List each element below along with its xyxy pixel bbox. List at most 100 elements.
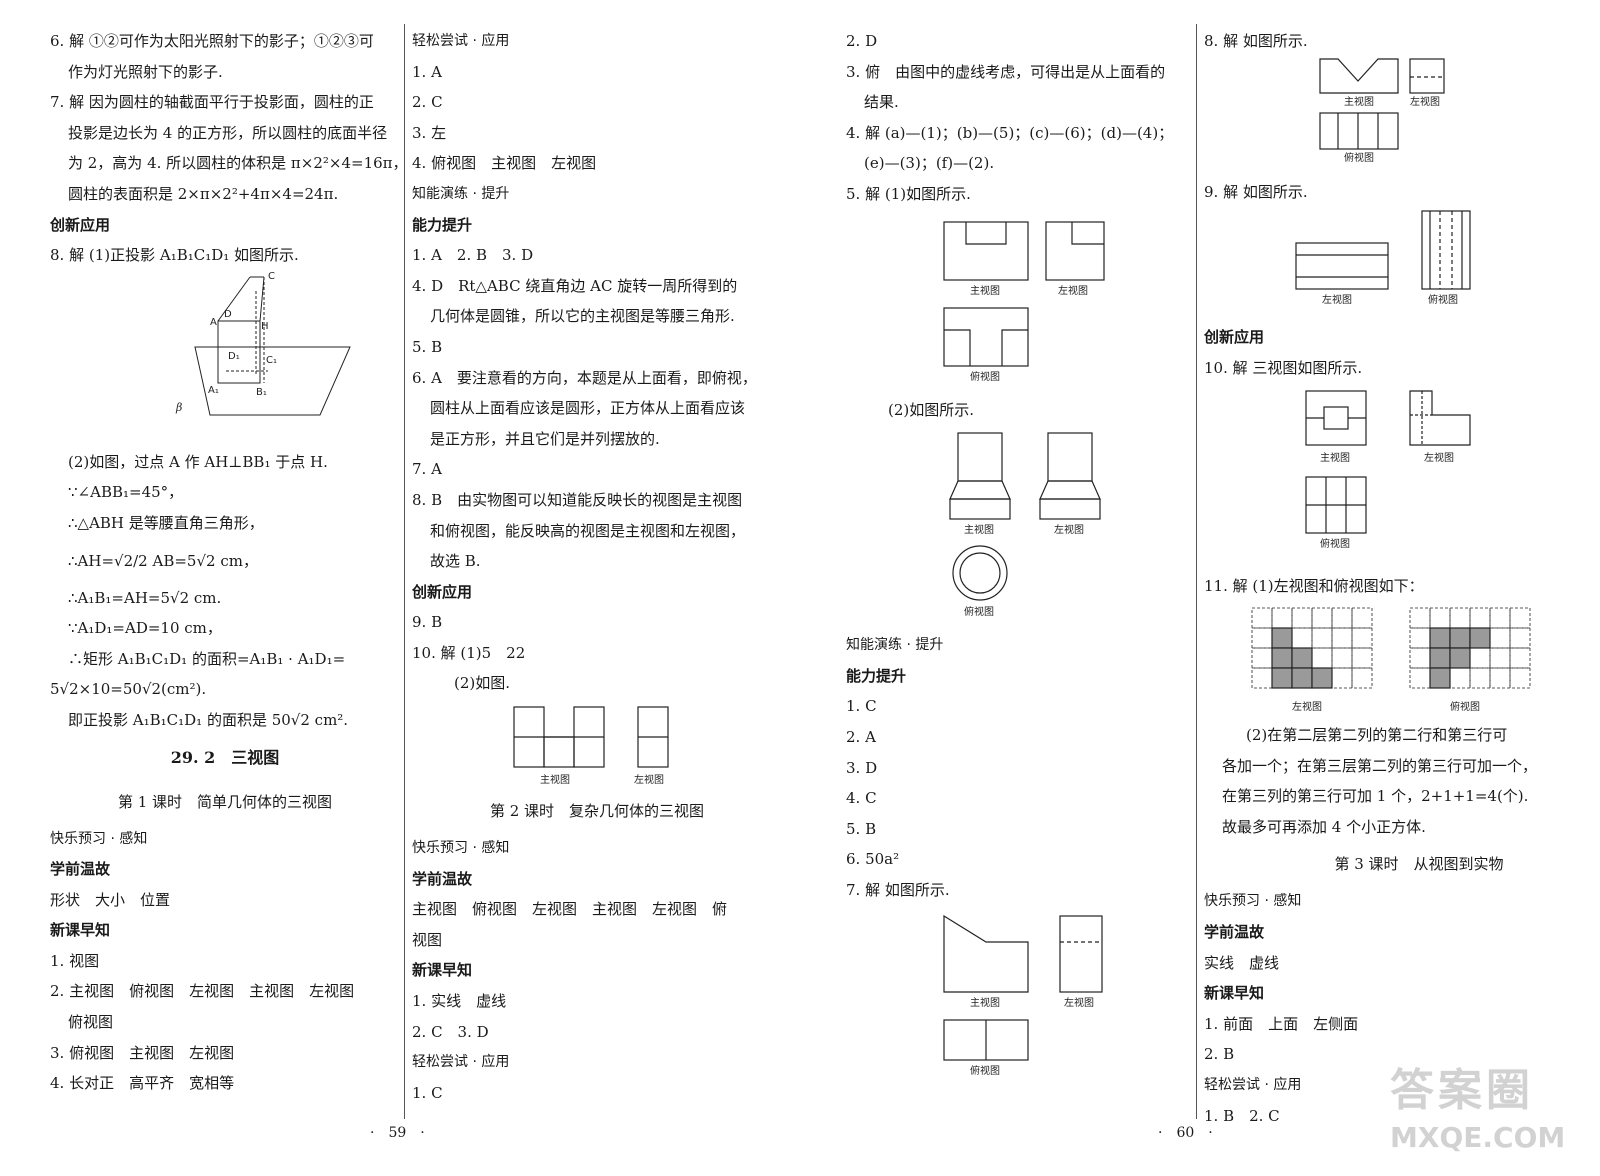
answer-line: 10. 解 三视图如图所示.: [1204, 358, 1363, 377]
caption-left-view: 左视图: [1292, 700, 1322, 713]
column-3: 2. D 3. 俯 由图中的虚线考虑，可得出是从上面看的 结果. 4. 解 (a…: [846, 26, 1196, 1086]
solution-line: ∵A₁D₁=AD=10 cm，: [68, 619, 222, 638]
solution-line: ∴△ABH 是等腰直角三角形，: [68, 513, 264, 532]
answer-line: 3. D: [846, 758, 878, 777]
section-heading: 学前温故: [1204, 922, 1265, 941]
section-heading: 学前温故: [50, 860, 111, 879]
answer-line: 故选 B.: [430, 552, 481, 571]
solution-line: 即正投影 A₁B₁C₁D₁ 的面积是 50√2 cm².: [68, 710, 349, 729]
section-heading: 快乐预习 · 感知: [50, 830, 148, 847]
grid-cell: [1331, 647, 1353, 669]
solution-line: (2)如图，过点 A 作 AH⊥BB₁ 于点 H.: [68, 452, 328, 471]
views-diagram: 主视图 左视图 俯视图: [949, 432, 1101, 618]
answer-line: 2. A: [846, 727, 876, 746]
section-heading: 创新应用: [50, 215, 111, 234]
answer-line: 6. A 要注意看的方向，本题是从上面看，即俯视，: [412, 368, 757, 387]
answer-line: 几何体是圆锥，所以它的主视图是等腰三角形.: [430, 307, 735, 326]
grid-cell: [1351, 607, 1373, 629]
answer-line: 11. 解 (1)左视图和俯视图如下：: [1204, 577, 1424, 596]
answer-line: 5. B: [412, 337, 443, 356]
grid-cell: [1449, 607, 1471, 629]
caption-top-view: 俯视图: [1344, 151, 1374, 164]
grid-cell-filled: [1291, 667, 1313, 689]
section-heading: 轻松尝试 · 应用: [412, 33, 510, 49]
views-figure-5-2: 主视图 左视图 俯视图: [846, 425, 1196, 630]
grid-cell: [1311, 627, 1333, 649]
grid-cell: [1409, 627, 1431, 649]
projection-figure: C A D H D₁ C₁ A₁ B₁ β: [50, 271, 400, 447]
views-figure-5-1: 主视图 左视图 俯视图: [846, 210, 1196, 395]
views-figure-8: 主视图 左视图 俯视图: [1204, 57, 1574, 177]
solution-line: 5√2×10=50√2(cm²).: [50, 680, 207, 699]
column-4: 8. 解 如图所示. 主视图 左视图 俯视图 9. 解 如图所示.: [1204, 26, 1574, 1131]
section-heading: 知能演练 · 提升: [846, 637, 944, 654]
answer-line: (e)—(3)；(f)—(2).: [864, 154, 995, 173]
caption-main-view: 主视图: [970, 996, 1000, 1009]
answer-line: 在第三列的第三行可加 1 个，2+1+1=4(个).: [1222, 787, 1529, 806]
grid-cell: [1311, 607, 1333, 629]
answer-line: 故最多可再添加 4 个小正方体.: [1222, 817, 1426, 836]
grid-cell: [1351, 627, 1373, 649]
solution-line: ∴矩形 A₁B₁C₁D₁ 的面积=A₁B₁ · A₁D₁=: [68, 649, 346, 668]
answer-line: (2)如图所示.: [888, 400, 975, 419]
page-number-left: · 59 ·: [370, 1125, 425, 1141]
answer-line: 4. 长对正 高平齐 宽相等: [50, 1074, 235, 1093]
answer-line: 1. 实线 虚线: [412, 992, 507, 1011]
watermark-url: MXQE.COM: [1390, 1121, 1566, 1154]
answer-line: 2. D: [846, 32, 878, 50]
answer-line: (2)在第二层第二列的第二行和第三行可: [1246, 725, 1508, 744]
views-diagram: 主视图 左视图 俯视图: [1319, 57, 1445, 164]
answer-line: 4. C: [846, 789, 877, 808]
solution-line: ∵∠ABB₁=45°，: [68, 483, 184, 502]
answer-line: 7. 解 如图所示.: [846, 880, 950, 899]
grid-cell: [1489, 647, 1511, 669]
column-2: 轻松尝试 · 应用 1. A 2. C 3. 左 4. 俯视图 主视图 左视图 …: [412, 26, 782, 1108]
grid-cell: [1291, 627, 1313, 649]
grid-cell: [1291, 607, 1313, 629]
grid-cell: [1251, 667, 1273, 689]
answer-line: 2. C: [412, 93, 443, 112]
answer-line: 8. B 由实物图可以知道能反映长的视图是主视图: [412, 490, 743, 509]
watermark-logo: 答案圈 MXQE.COM: [1390, 1064, 1565, 1172]
caption-left-view: 左视图: [1054, 523, 1084, 536]
caption-main-view: 主视图: [964, 523, 994, 536]
section-heading: 轻松尝试 · 应用: [412, 1054, 510, 1071]
grid-cell: [1409, 667, 1431, 689]
views-diagram: 主视图 左视图 俯视图: [943, 220, 1105, 383]
section-heading: 新课早知: [50, 921, 111, 940]
answer-7-line: 为 2，高为 4. 所以圆柱的体积是 π×2²×4=16π，: [68, 154, 408, 173]
caption-main-view: 主视图: [540, 773, 570, 786]
label-b1: B₁: [256, 387, 267, 398]
grid-cell-filled: [1449, 647, 1471, 669]
answer-line: 1. A: [412, 62, 442, 81]
answer-8: 8. 解 (1)正投影 A₁B₁C₁D₁ 如图所示.: [50, 246, 299, 265]
grid-cell: [1469, 607, 1491, 629]
grid-cell: [1489, 607, 1511, 629]
grid-cell-filled: [1271, 667, 1293, 689]
grid-cell: [1251, 627, 1273, 649]
grid-cell-filled: [1311, 667, 1333, 689]
label-d: D: [224, 309, 232, 320]
answer-line: 1. B 2. C: [1204, 1106, 1280, 1125]
grid-cell: [1271, 607, 1293, 629]
grid-cell: [1449, 667, 1471, 689]
answer-line: 3. 左: [412, 123, 447, 142]
section-heading: 新课早知: [1204, 984, 1265, 1003]
answer-line: 1. C: [412, 1083, 443, 1102]
answer-line: 5. 解 (1)如图所示.: [846, 184, 971, 203]
column-divider: [1196, 24, 1197, 1119]
answer-line: 各加一个；在第三层第二列的第三行可加一个，: [1222, 756, 1538, 775]
views-diagram: 主视图 左视图: [513, 706, 669, 786]
section-heading: 轻松尝试 · 应用: [1204, 1076, 1302, 1093]
grid-cell: [1489, 627, 1511, 649]
answer-line: 1. 前面 上面 左侧面: [1204, 1014, 1359, 1033]
answer-line: 7. A: [412, 460, 442, 479]
section-title: 29. 2 三视图: [170, 747, 280, 767]
section-heading: 快乐预习 · 感知: [1204, 893, 1302, 910]
answer-line: 4. D Rt△ABC 绕直角边 AC 旋转一周所得到的: [412, 276, 738, 295]
answer-line: 是正方形，并且它们是并列摆放的.: [430, 429, 660, 448]
grid-cell: [1409, 607, 1431, 629]
caption-top-view: 俯视图: [1428, 293, 1458, 306]
grid-cell: [1469, 647, 1491, 669]
answer-line: 和俯视图，能反映高的视图是主视图和左视图，: [430, 521, 746, 540]
